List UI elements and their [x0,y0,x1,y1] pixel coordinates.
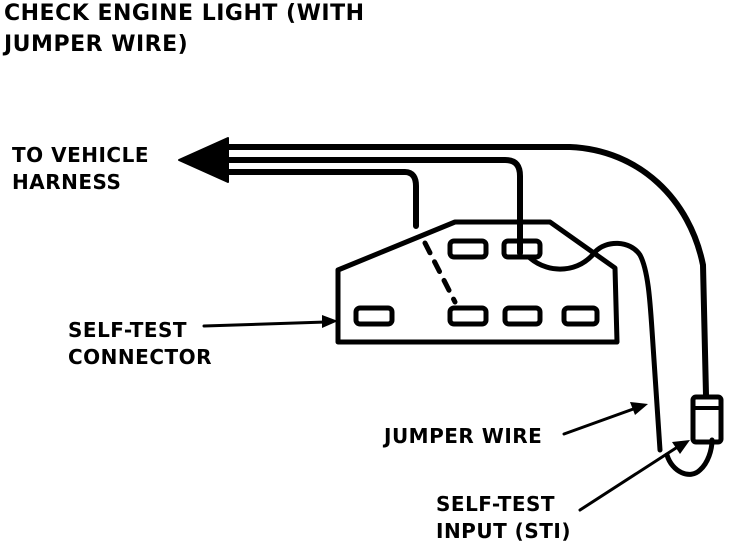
connector-label-line-2: CONNECTOR [68,345,213,369]
vehicle-harness-label: TO VEHICLE HARNESS [12,142,149,196]
connector-leader-arrow [322,315,338,328]
diagram-title: CHECK ENGINE LIGHT (WITH JUMPER WIRE) [4,0,365,60]
terminal-bottom-3 [502,305,543,327]
self-test-connector-label: SELF-TEST CONNECTOR [68,317,212,371]
harness-wire-top [219,144,709,398]
jumper-wire-loop-end [664,437,715,477]
terminal-top-2 [501,238,543,260]
title-line-2: JUMPER WIRE) [4,32,189,57]
terminal-bottom-4 [561,305,600,327]
sti-leader-arrow [672,440,690,454]
terminal-bottom-2 [447,305,489,327]
hidden-wire-dashed [422,240,458,305]
connector-label-line-1: SELF-TEST [68,318,188,342]
sti-label-line-2: INPUT (STI) [436,519,571,543]
jumper-leader-arrow [630,402,648,415]
sti-leader-line [578,446,678,512]
harness-wire-middle [219,157,523,256]
terminal-bottom-1 [353,305,395,327]
jumper-wire [527,240,663,453]
self-test-connector-body [335,219,620,345]
harness-label-line-1: TO VEHICLE [12,143,150,167]
terminal-top-1 [447,238,489,260]
title-line-1: CHECK ENGINE LIGHT (WITH [4,1,365,26]
harness-label-line-2: HARNESS [12,170,122,194]
harness-wire-bottom [219,169,419,229]
connector-leader-line [202,320,328,328]
jumper-leader-line [562,406,638,436]
sti-label-line-1: SELF-TEST [436,492,556,516]
self-test-input-plug [690,394,724,445]
jumper-wire-label: JUMPER WIRE [384,424,543,448]
self-test-input-label: SELF-TEST INPUT (STI) [436,491,571,545]
